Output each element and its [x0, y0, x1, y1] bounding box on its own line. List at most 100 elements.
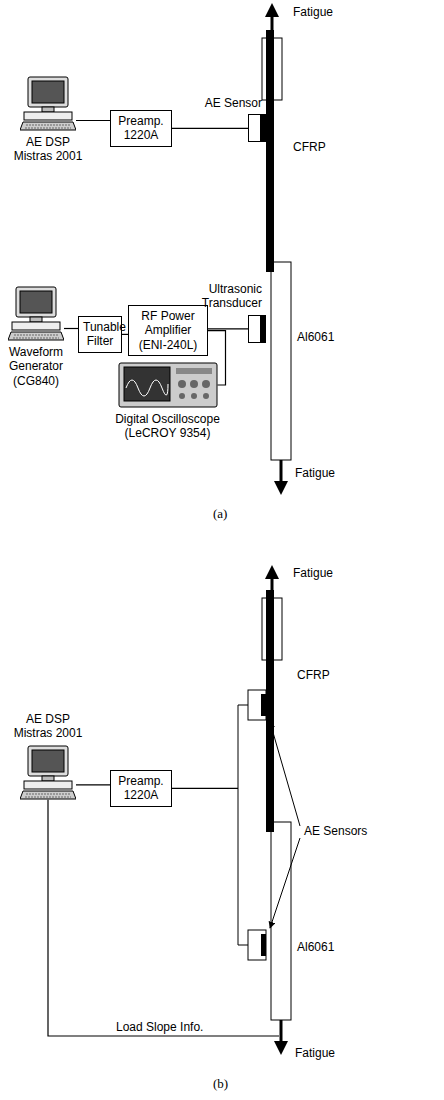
- drawing-stroke: [265, 565, 279, 579]
- signal-wire: [76, 120, 110, 121]
- drawing-stroke: [266, 30, 274, 272]
- computer-icon: [8, 744, 88, 800]
- part-label: Fatigue: [292, 5, 334, 19]
- drawing-stroke: [24, 781, 72, 789]
- node-text: AE DSP Mistras 2001: [8, 712, 88, 741]
- drawing-stroke: [274, 1041, 288, 1055]
- drawing-stroke: [42, 776, 54, 781]
- part-label: Al6061: [296, 330, 335, 344]
- drawing-stroke: [266, 590, 274, 832]
- drawing-stroke: [124, 367, 170, 401]
- caption: Waveform Generator (CG840): [0, 345, 72, 388]
- drawing-stroke: [190, 380, 198, 388]
- node-text: Ultrasonic Transducer: [176, 282, 262, 311]
- drawing-stroke: [25, 794, 71, 797]
- drawing-stroke: [248, 930, 266, 960]
- drawing-stroke: [20, 291, 52, 313]
- sensor-box: [248, 315, 266, 343]
- node-text: Digital Oscilloscope (LeCROY 9354): [105, 412, 230, 441]
- drawing-stroke: [25, 125, 71, 128]
- drawing-stroke: [119, 363, 217, 407]
- drawing-stroke: [12, 322, 60, 330]
- specimen-a: [262, 3, 291, 495]
- drawing-stroke: [20, 744, 76, 800]
- drawing-stroke: [8, 285, 64, 341]
- node-text: RF Power Amplifier (ENI-240L): [133, 309, 203, 352]
- part-label: Al6061: [296, 940, 335, 954]
- drawing-stroke: [8, 332, 64, 340]
- sensor-wire: [172, 788, 238, 789]
- signal-wire: [208, 328, 248, 329]
- drawing-stroke: [179, 393, 185, 399]
- oscilloscope-icon: [105, 362, 230, 408]
- part-label: CFRP: [296, 668, 331, 682]
- drawing-stroke: [20, 791, 76, 799]
- drawing-stroke: [270, 722, 300, 826]
- part-label: Fatigue: [292, 566, 334, 580]
- drawing-stroke: [202, 380, 210, 388]
- drawing-stroke: [261, 694, 266, 716]
- drawing-stroke: [238, 705, 248, 945]
- caption: Digital Oscilloscope (LeCROY 9354): [105, 412, 230, 441]
- process-box: Tunable Filter: [78, 316, 122, 353]
- node-text: Tunable Filter: [83, 320, 117, 349]
- panel-label: (a): [212, 506, 228, 522]
- drawing-stroke: [13, 335, 59, 338]
- panel-label: (b): [212, 1076, 229, 1092]
- node-text: AE Sensor: [176, 96, 262, 110]
- drawing-stroke: [271, 822, 291, 1020]
- node-text: AE DSP Mistras 2001: [8, 135, 88, 164]
- part-label: CFRP: [292, 140, 327, 154]
- process-box: Preamp. 1220A: [110, 770, 172, 807]
- signal-wire: [64, 328, 78, 329]
- node-text: Preamp. 1220A: [115, 114, 167, 143]
- node-text: Preamp. 1220A: [115, 774, 167, 803]
- specimen-b: [238, 565, 300, 1055]
- part-label: Load Slope Info.: [115, 1020, 204, 1034]
- drawing-stroke: [20, 75, 76, 131]
- drawing-stroke: [203, 393, 209, 399]
- drawing-stroke: [16, 287, 56, 317]
- drawing-stroke: [118, 362, 218, 408]
- drawing-stroke: [42, 107, 54, 112]
- drawing-stroke: [274, 481, 288, 495]
- computer-node: AE DSP Mistras 2001: [8, 75, 88, 164]
- drawing-stroke: [271, 262, 291, 460]
- drawing-stroke: [20, 122, 76, 130]
- signal-wire: [76, 784, 110, 785]
- sensor-node: Ultrasonic Transducer: [176, 282, 266, 343]
- caption: AE DSP Mistras 2001: [8, 712, 88, 741]
- process-box: Preamp. 1220A: [110, 110, 172, 147]
- drawing-stroke: [28, 746, 68, 776]
- sensor-node: AE Sensor: [176, 96, 266, 142]
- drawing-stroke: [176, 368, 212, 374]
- computer-icon: [8, 75, 88, 131]
- computer-node: Waveform Generator (CG840): [0, 285, 72, 388]
- oscilloscope-node: Digital Oscilloscope (LeCROY 9354): [105, 362, 230, 441]
- signal-wire: [172, 128, 248, 129]
- computer-node: AE DSP Mistras 2001: [8, 712, 88, 800]
- drawing-stroke: [280, 460, 283, 483]
- drawing-stroke: [126, 380, 168, 396]
- drawing-stroke: [30, 317, 42, 322]
- caption: AE DSP Mistras 2001: [8, 135, 88, 164]
- drawing-stroke: [270, 838, 300, 928]
- drawing-stroke: [178, 380, 186, 388]
- process-box: RF Power Amplifier (ENI-240L): [128, 305, 208, 356]
- drawing-stroke: [24, 112, 72, 120]
- drawing-stroke: [261, 934, 266, 956]
- part-label: Fatigue: [294, 1046, 336, 1060]
- drawing-stroke: [265, 3, 279, 17]
- drawing-stroke: [191, 393, 197, 399]
- sensor-box: [248, 114, 266, 142]
- load-slope-line: [48, 800, 279, 1036]
- part-label: Fatigue: [294, 466, 336, 480]
- drawing-stroke: [32, 81, 64, 103]
- drawing-stroke: [280, 1020, 283, 1043]
- drawing-stroke: [32, 750, 64, 772]
- drawing-stroke: [248, 690, 266, 720]
- sensor-label: AE Sensor: [176, 96, 266, 110]
